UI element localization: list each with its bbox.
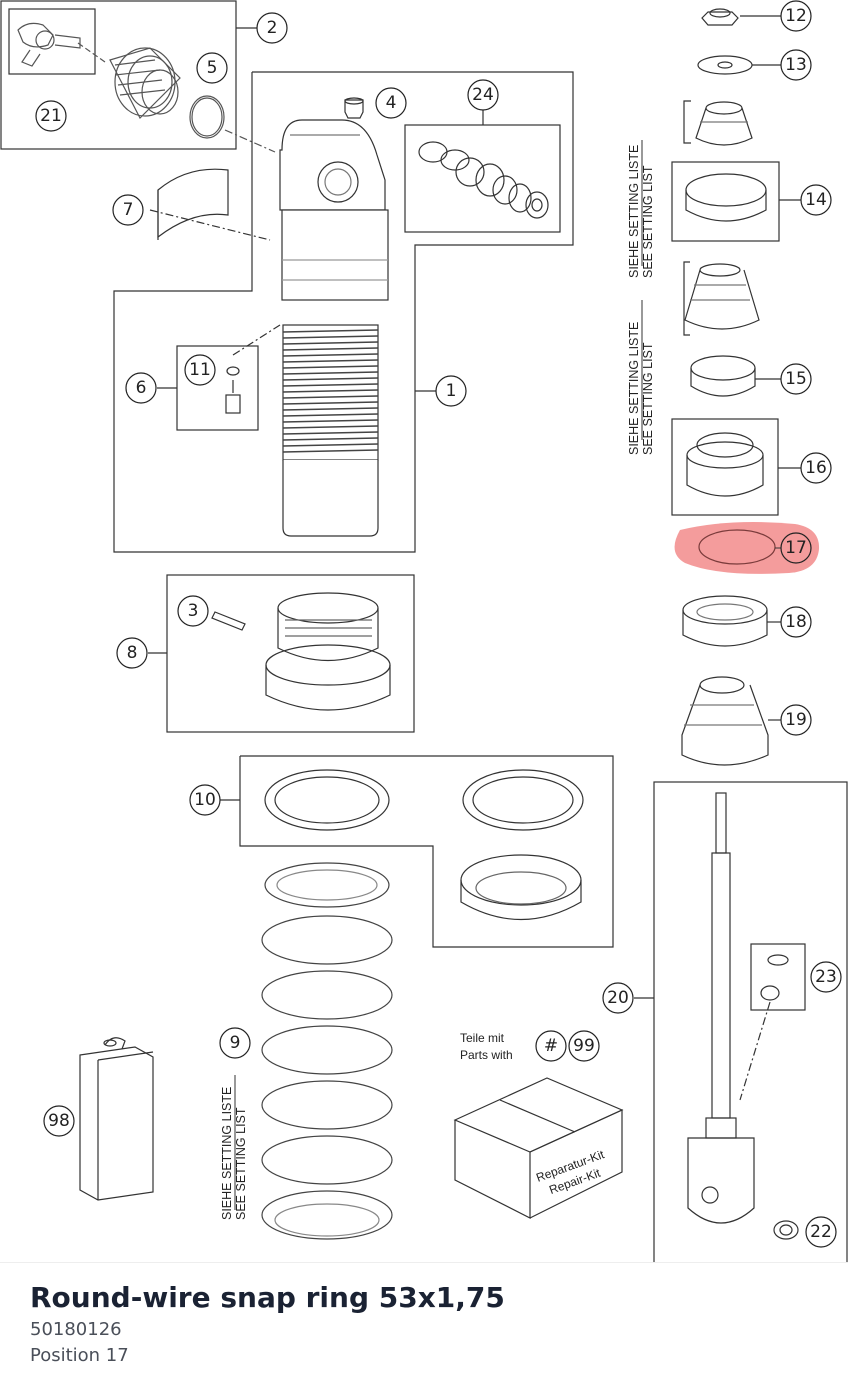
part-9-spring[interactable] [261,862,393,1240]
assembly-2-group[interactable] [0,0,276,153]
setting-list-de-3: SIEHE SETTING LISTE [220,1087,234,1220]
setting-list-en-3: SEE SETTING LIST [234,1107,248,1220]
callout-18[interactable]: 18 [785,612,807,632]
callout-16[interactable]: 16 [805,458,827,478]
callout-12[interactable]: 12 [785,6,807,26]
part-98-oil-can[interactable] [79,1037,154,1201]
setting-list-en-2: SEE SETTING LIST [641,342,655,455]
callout-9[interactable]: 9 [230,1033,241,1053]
callout-8[interactable]: 8 [127,643,138,663]
callout-10[interactable]: 10 [194,790,216,810]
part-position: Position 17 [30,1345,129,1366]
callout-13[interactable]: 13 [785,55,807,75]
part-22-bushing[interactable] [773,1220,799,1240]
repair-kit-box[interactable] [453,1077,624,1219]
setting-part-a[interactable] [683,100,753,146]
callout-1[interactable]: 1 [446,381,457,401]
part-7-clip[interactable] [149,168,271,241]
part-24-seal-kit[interactable] [404,110,561,233]
callout-5[interactable]: 5 [207,58,218,78]
part-20-damper-shaft-group[interactable] [634,781,848,1262]
shock-body-group[interactable] [113,71,574,553]
callout-20[interactable]: 20 [607,988,629,1008]
part-18-spring-retainer[interactable] [682,595,781,647]
callout-19[interactable]: 19 [785,710,807,730]
callout-24[interactable]: 24 [472,85,494,105]
callout-21[interactable]: 21 [40,106,62,126]
setting-list-de-2: SIEHE SETTING LISTE [627,322,641,455]
callout-99[interactable]: 99 [573,1036,595,1056]
part-10-spring-seat-group[interactable] [220,755,614,948]
part-23-valve-box[interactable] [739,943,806,1101]
part-8-preload-adjuster[interactable] [148,574,415,733]
setting-list-de-1: SIEHE SETTING LISTE [627,145,641,278]
setting-list-en-1: SEE SETTING LIST [641,165,655,278]
callout-23[interactable]: 23 [815,967,837,987]
kit-note-de: Teile mit [460,1031,505,1045]
callout-17[interactable]: 17 [785,538,807,558]
callout-7[interactable]: 7 [123,200,134,220]
part-info-panel: Round-wire snap ring 53x1,75 50180126 Po… [0,1262,848,1390]
part-number: 50180126 [30,1319,122,1340]
callout-22[interactable]: 22 [810,1222,832,1242]
part-13-washer[interactable] [697,55,781,75]
callout-15[interactable]: 15 [785,369,807,389]
callout-6[interactable]: 6 [136,378,147,398]
callout-98[interactable]: 98 [48,1111,70,1131]
part-15-washer[interactable] [690,355,781,397]
part-19-bump-stop[interactable] [681,676,781,766]
part-6-valve-group[interactable] [157,324,281,431]
setting-part-b[interactable] [683,261,760,336]
part-name: Round-wire snap ring 53x1,75 [30,1281,505,1314]
exploded-parts-diagram: 2 5 21 4 24 7 11 6 1 3 8 10 9 98 # 99 12… [0,0,848,1262]
part-17-snap-ring-highlight[interactable] [674,522,820,574]
kit-note-en: Parts with [460,1048,513,1062]
callout-3[interactable]: 3 [188,601,199,621]
callout-hash: # [544,1036,558,1056]
callout-11[interactable]: 11 [189,360,211,380]
part-14-piston[interactable] [671,161,801,242]
part-12-nut[interactable] [701,8,781,26]
part-4-cap[interactable] [344,97,364,119]
part-16-seat[interactable] [671,418,801,516]
callout-2[interactable]: 2 [267,18,278,38]
callout-4[interactable]: 4 [386,93,397,113]
callout-14[interactable]: 14 [805,190,827,210]
